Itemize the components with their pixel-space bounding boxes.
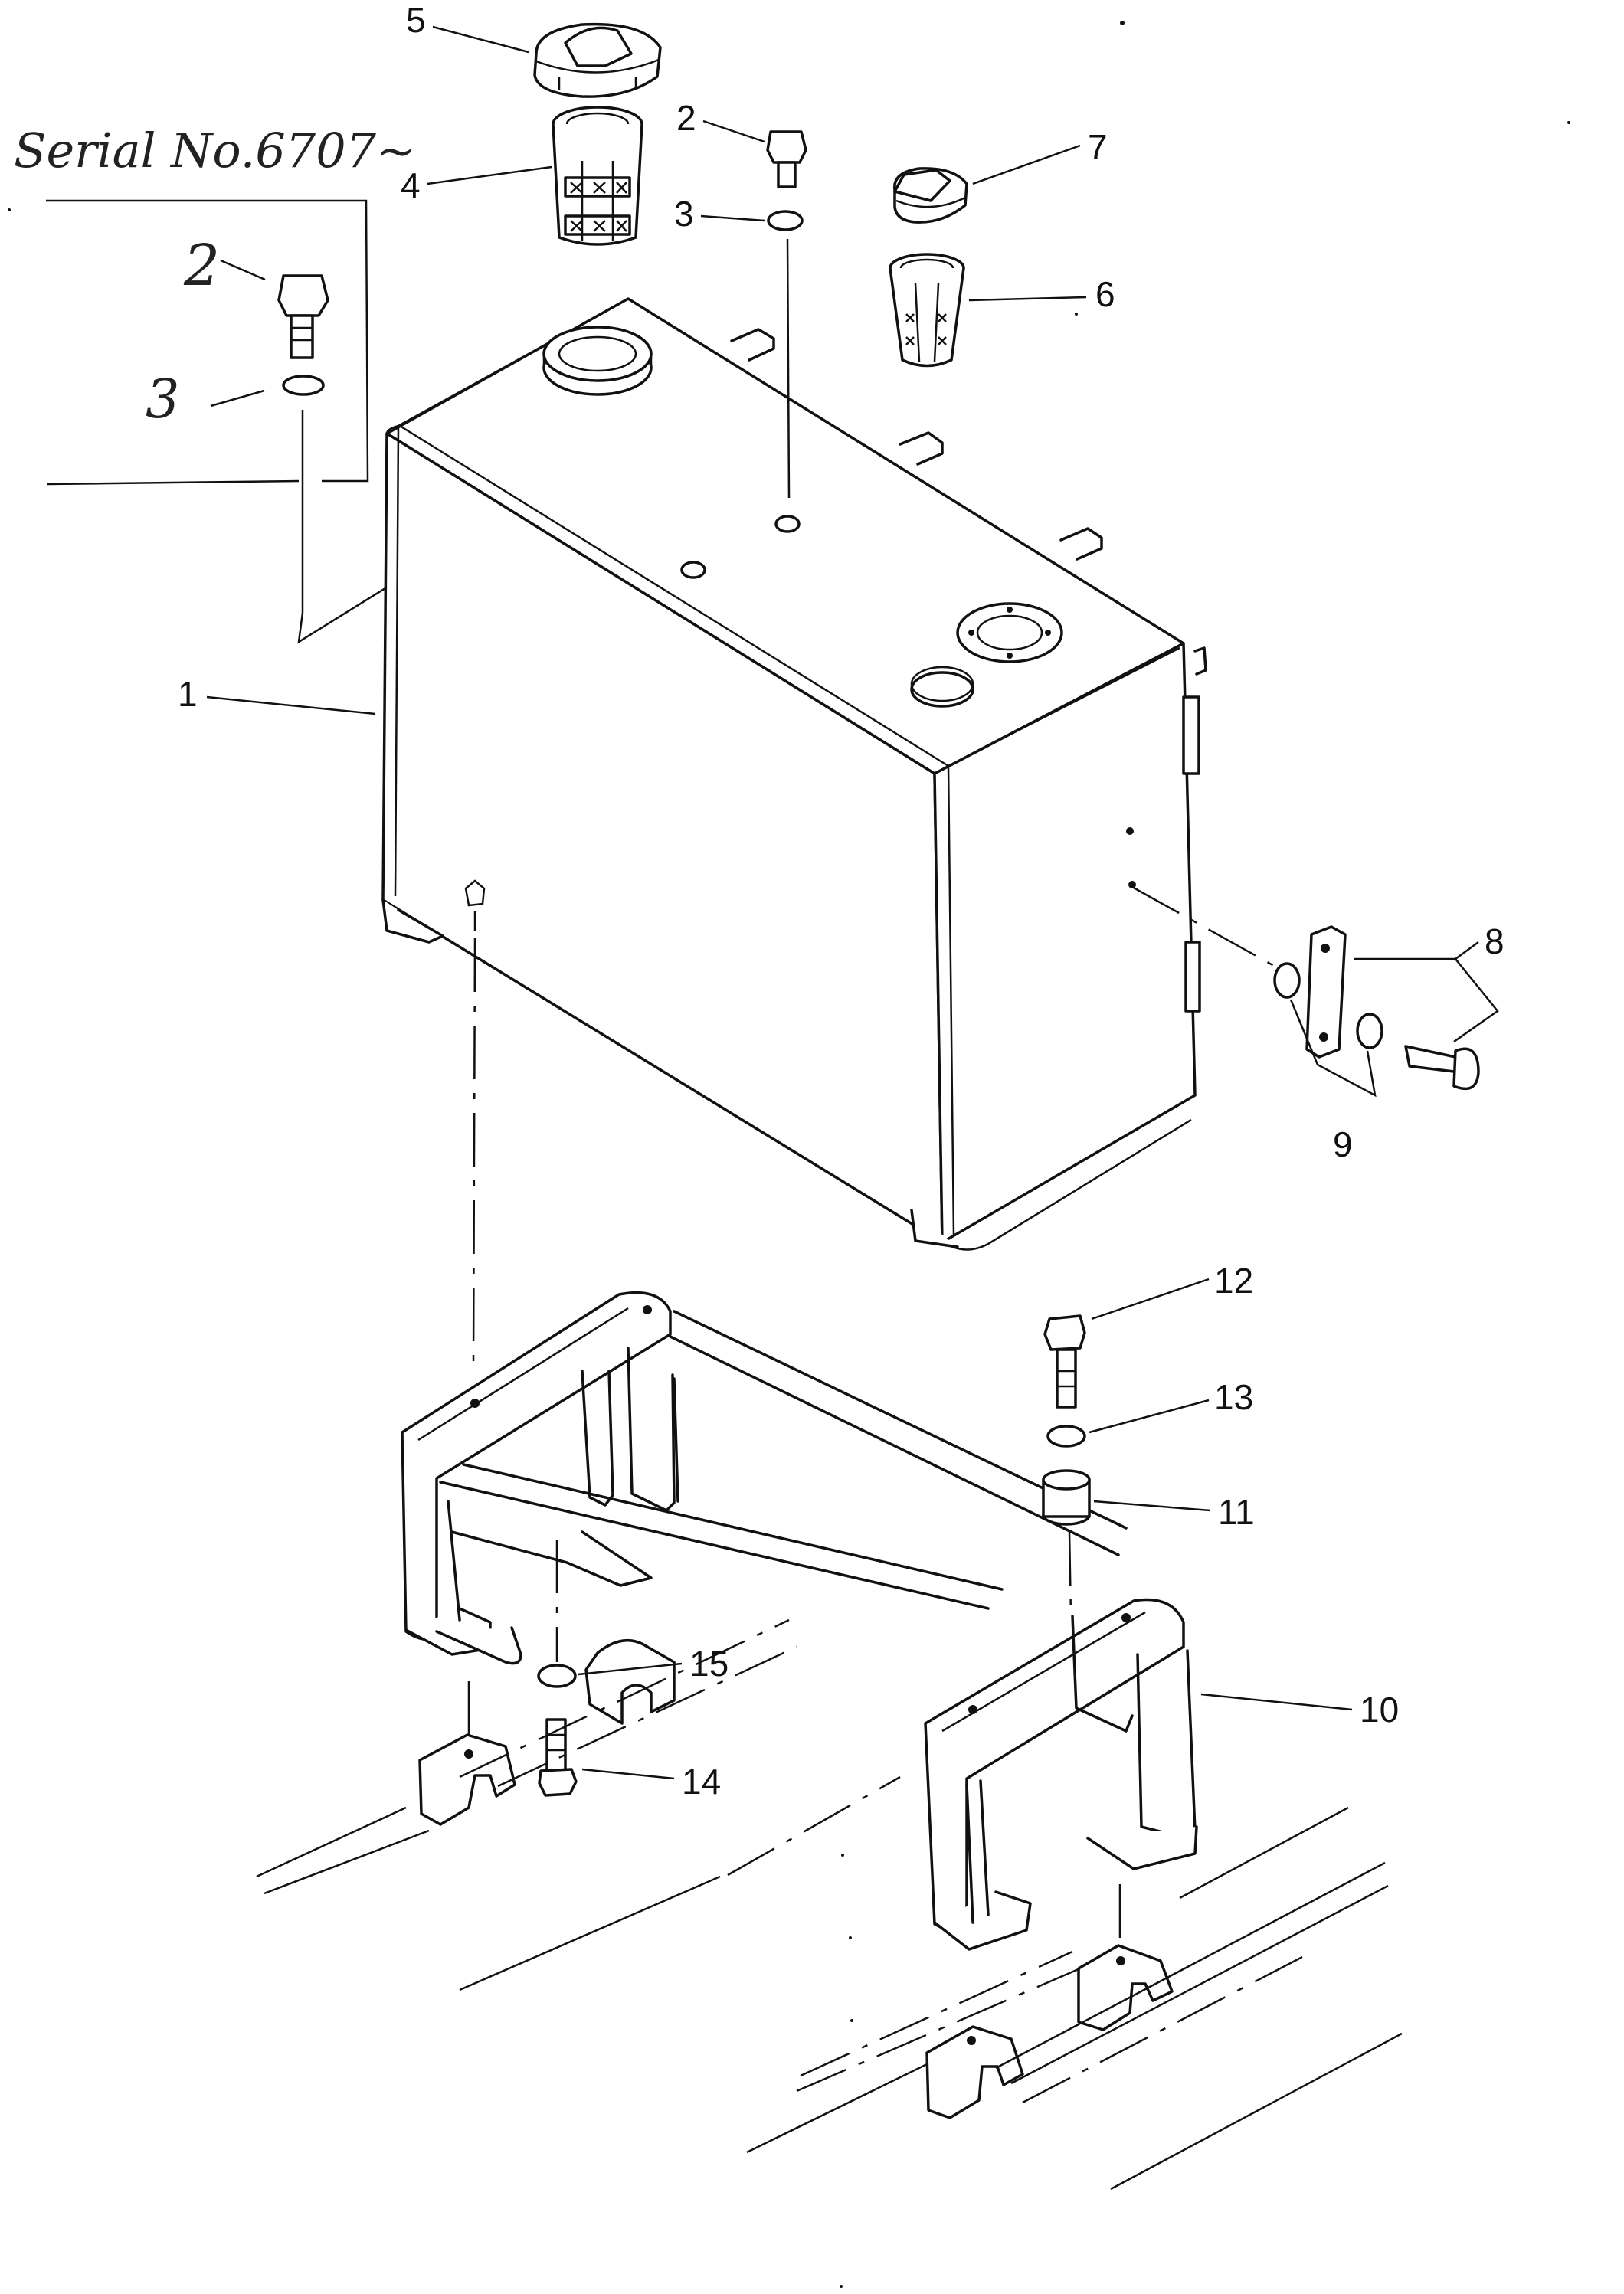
- washer-9b: [1356, 1013, 1383, 1049]
- callout-8: 8: [1485, 921, 1504, 961]
- spacer-11: [1042, 1469, 1091, 1526]
- washer-13: [1046, 1425, 1086, 1448]
- inset-plug-icon: [277, 274, 329, 359]
- serial-label: Serial No.6707~: [14, 123, 416, 178]
- washer-15: [537, 1664, 577, 1688]
- callout-12: 12: [1214, 1261, 1253, 1301]
- tank: [381, 297, 1207, 1251]
- callout-13: 13: [1214, 1377, 1253, 1417]
- tank-flange: [956, 602, 1063, 663]
- inset-callout-2: 2: [183, 233, 220, 299]
- callout-5: 5: [406, 0, 426, 40]
- frame-rails: [256, 1618, 1403, 2191]
- clamp-plate: [1305, 925, 1347, 1059]
- strainer-small: [889, 253, 965, 368]
- callout-3: 3: [674, 194, 694, 234]
- inset-callout-3: 3: [146, 368, 180, 430]
- callout-6: 6: [1095, 274, 1115, 314]
- cap-small: [893, 167, 968, 224]
- callout-4: 4: [401, 165, 421, 205]
- mount-block-right-lower: [925, 2025, 1024, 2119]
- callout-2: 2: [676, 98, 696, 138]
- mount-block-right-upper: [1077, 1944, 1174, 2031]
- callout-10: 10: [1360, 1690, 1399, 1729]
- washer-9a: [1273, 962, 1301, 999]
- clip-block: [584, 1638, 676, 1725]
- bracket-frame: [401, 1291, 1198, 1951]
- callout-15: 15: [689, 1644, 729, 1684]
- strainer-large: [552, 106, 643, 246]
- callout-14: 14: [682, 1762, 721, 1801]
- filler-neck: [542, 326, 653, 396]
- plug-top: [766, 130, 807, 188]
- callout-11: 11: [1218, 1492, 1255, 1532]
- inset-washer-icon: [282, 375, 325, 396]
- callout-9: 9: [1333, 1124, 1353, 1164]
- callout-1: 1: [178, 674, 198, 714]
- clamp-bolt: [1404, 1045, 1480, 1091]
- washer-top: [767, 210, 804, 231]
- callout-7: 7: [1088, 127, 1108, 167]
- mount-block-left: [418, 1733, 516, 1826]
- bolt-12: [1043, 1314, 1086, 1409]
- filler-cap: [533, 22, 662, 98]
- bolt-14: [538, 1718, 578, 1797]
- serial-inset: Serial No.6707~ 2 3: [14, 123, 687, 644]
